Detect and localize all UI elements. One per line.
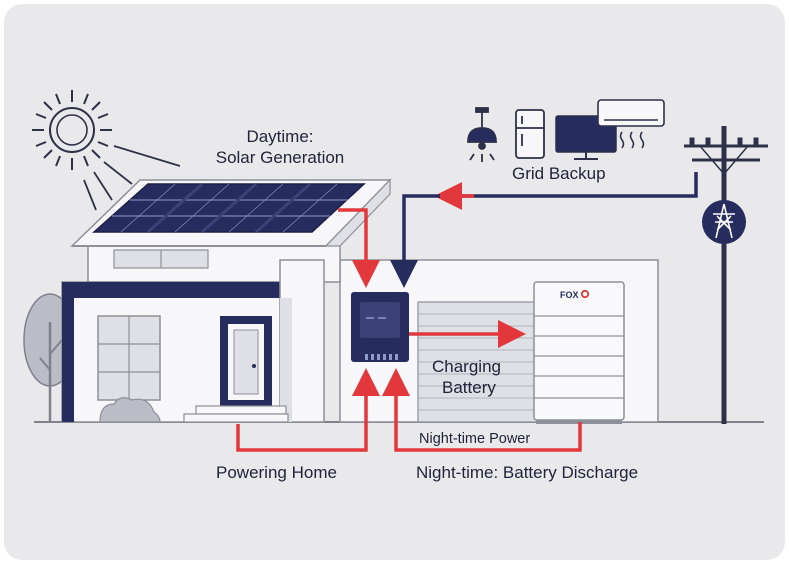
- battery-brand-logo: FOX: [560, 290, 579, 300]
- daytime-label: Daytime: Solar Generation: [200, 126, 360, 168]
- charging-line-2: Battery: [442, 378, 496, 397]
- grid-feed-line: [456, 172, 698, 198]
- solar-flow-arrow: [338, 208, 380, 288]
- grid-to-inverter-arrow: [390, 194, 440, 288]
- inverter: [351, 292, 409, 362]
- diagram-canvas: FOX: [4, 4, 785, 560]
- night-time-power-arrow: [382, 368, 582, 452]
- daytime-line-2: Solar Generation: [215, 148, 345, 167]
- battery-stack: FOX: [533, 281, 625, 424]
- solar-panel-icon: [92, 182, 366, 234]
- transmission-tower-icon: [702, 200, 746, 244]
- house: [61, 241, 341, 423]
- utility-pole: [684, 126, 768, 424]
- energy-flow-diagram: FOX: [23, 90, 768, 452]
- fridge-icon: [515, 109, 545, 159]
- air-conditioner-icon: [597, 99, 665, 149]
- sun-icon: [32, 90, 181, 211]
- charging-line-1: Charging: [432, 357, 501, 376]
- night-time-power-label: Night-time Power: [419, 431, 531, 447]
- powering-home-arrow: [236, 368, 380, 452]
- daytime-line-1: Daytime:: [246, 127, 314, 146]
- charging-battery-label: Charging Battery: [432, 356, 501, 398]
- grid-backup-label: Grid Backup: [512, 164, 606, 183]
- powering-home-label: Powering Home: [216, 463, 337, 482]
- night-discharge-label: Night-time: Battery Discharge: [416, 463, 639, 482]
- ceiling-lamp-icon: [467, 107, 497, 162]
